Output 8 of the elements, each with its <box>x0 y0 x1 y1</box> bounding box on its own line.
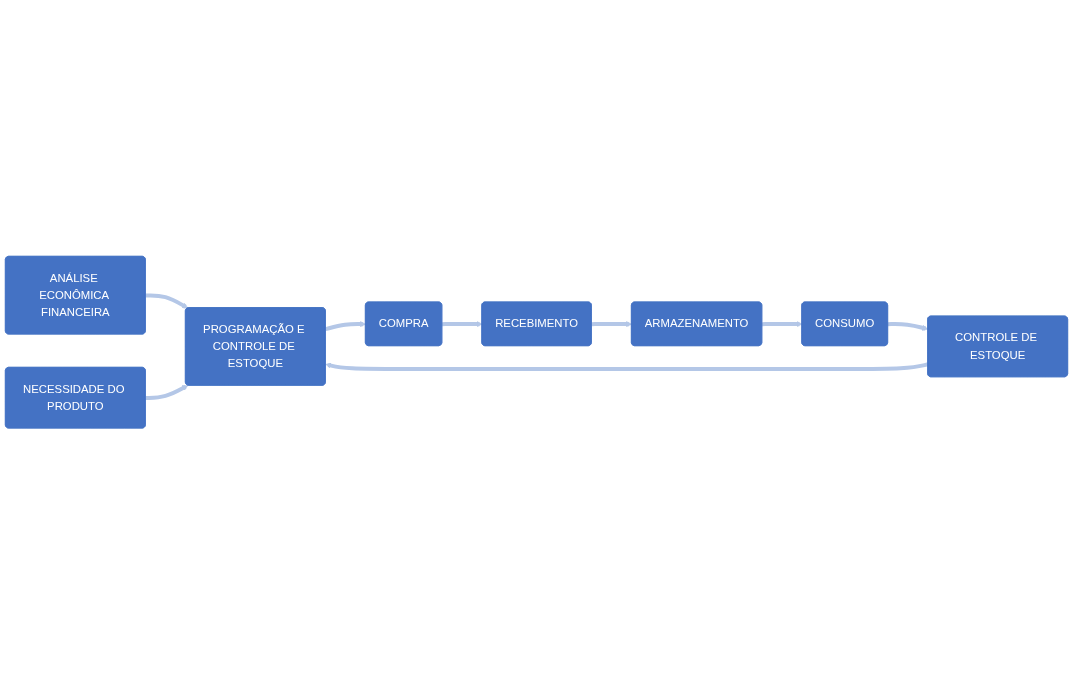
arrow <box>325 362 929 372</box>
arrow <box>591 321 632 328</box>
arrow <box>325 321 366 332</box>
arrow <box>762 321 803 328</box>
arrow <box>145 385 189 401</box>
arrow <box>887 322 929 331</box>
arrow <box>442 321 483 328</box>
arrow <box>145 293 189 309</box>
